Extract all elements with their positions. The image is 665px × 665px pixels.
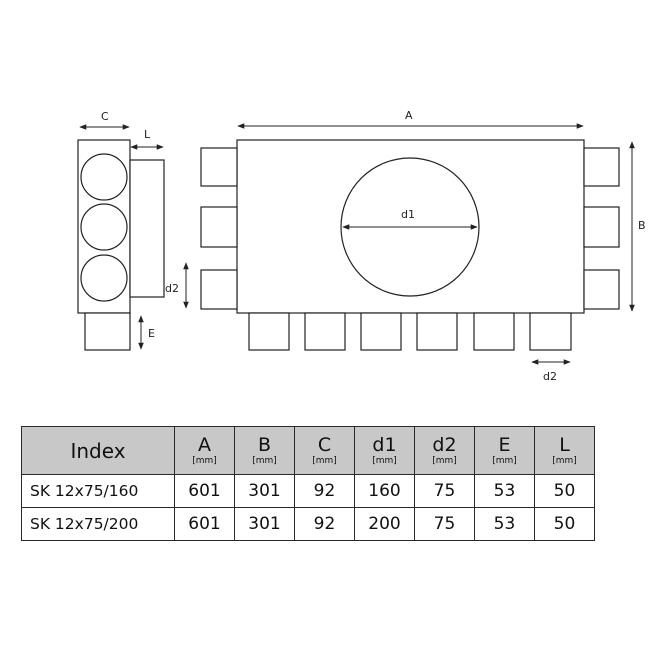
header-l: L[mm]: [534, 426, 595, 475]
header-l-name: L: [559, 433, 570, 456]
label-d1: d1: [401, 208, 415, 221]
side-view-port-1: [80, 153, 128, 201]
header-e-name: E: [498, 433, 511, 456]
row-value-cell: 50: [534, 507, 595, 541]
spigot-left-3: [200, 269, 238, 310]
side-view: [77, 139, 165, 351]
header-l-unit: [mm]: [552, 455, 577, 466]
header-d2-name: d2: [432, 433, 457, 456]
row-value-cell: 601: [174, 507, 235, 541]
header-d1-unit: [mm]: [372, 455, 397, 466]
table-header-row: Index A[mm] B[mm] C[mm] d1[mm] d2[mm] E[…: [21, 426, 595, 475]
side-view-port-3: [80, 254, 128, 302]
spigot-bottom-5: [473, 312, 515, 351]
spigot-right-1: [583, 147, 620, 187]
header-d2-unit: [mm]: [432, 455, 457, 466]
spigot-right-2: [583, 206, 620, 248]
technical-drawing: C L d2 E A B d1 d2: [77, 109, 646, 383]
side-view-dimensions: [79, 124, 189, 350]
row-value-cell: 301: [234, 507, 295, 541]
table-row: SK 12x75/160 601 301 92 160 75 53 50: [21, 474, 595, 508]
label-d2-bottom: d2: [543, 370, 557, 383]
row-value-cell: 75: [414, 507, 475, 541]
spigot-left-2: [200, 206, 238, 248]
header-c-name: C: [317, 433, 332, 456]
header-b-name: B: [257, 433, 272, 456]
row-index-cell: SK 12x75/200: [21, 507, 175, 541]
header-d1-name: d1: [372, 433, 397, 456]
front-view: [200, 139, 620, 351]
row-index-cell: SK 12x75/160: [21, 474, 175, 508]
header-d2: d2[mm]: [414, 426, 475, 475]
spigot-bottom-6: [529, 312, 572, 351]
side-view-rear-spigot: [129, 159, 165, 298]
spec-table: Index A[mm] B[mm] C[mm] d1[mm] d2[mm] E[…: [21, 426, 595, 541]
spigot-bottom-3: [360, 312, 402, 351]
spigot-bottom-2: [304, 312, 346, 351]
header-a: A[mm]: [174, 426, 235, 475]
label-e: E: [148, 327, 155, 340]
spigot-bottom-4: [416, 312, 458, 351]
header-c: C[mm]: [294, 426, 355, 475]
label-a: A: [405, 109, 413, 122]
row-value-cell: 75: [414, 474, 475, 508]
header-b: B[mm]: [234, 426, 295, 475]
row-value-cell: 92: [294, 507, 355, 541]
header-index: Index: [21, 426, 175, 475]
label-b: B: [638, 219, 646, 232]
row-value-cell: 160: [354, 474, 415, 508]
label-d2-side: d2: [165, 282, 179, 295]
header-e-unit: [mm]: [492, 455, 517, 466]
row-value-cell: 200: [354, 507, 415, 541]
row-value-cell: 92: [294, 474, 355, 508]
spigot-bottom-1: [248, 312, 290, 351]
row-value-cell: 53: [474, 474, 535, 508]
spigot-left-1: [200, 147, 238, 187]
spigot-right-3: [583, 269, 620, 310]
row-value-cell: 50: [534, 474, 595, 508]
header-a-name: A: [198, 433, 211, 456]
header-a-unit: [mm]: [192, 455, 217, 466]
header-b-unit: [mm]: [252, 455, 277, 466]
row-value-cell: 301: [234, 474, 295, 508]
header-e: E[mm]: [474, 426, 535, 475]
side-view-bottom-spigot: [84, 312, 131, 351]
label-l: L: [144, 128, 151, 141]
header-d1: d1[mm]: [354, 426, 415, 475]
row-value-cell: 601: [174, 474, 235, 508]
front-view-dimensions: [237, 123, 635, 365]
label-c: C: [101, 110, 109, 123]
header-c-unit: [mm]: [312, 455, 337, 466]
table-row: SK 12x75/200 601 301 92 200 75 53 50: [21, 507, 595, 541]
side-view-port-2: [80, 203, 128, 251]
row-value-cell: 53: [474, 507, 535, 541]
